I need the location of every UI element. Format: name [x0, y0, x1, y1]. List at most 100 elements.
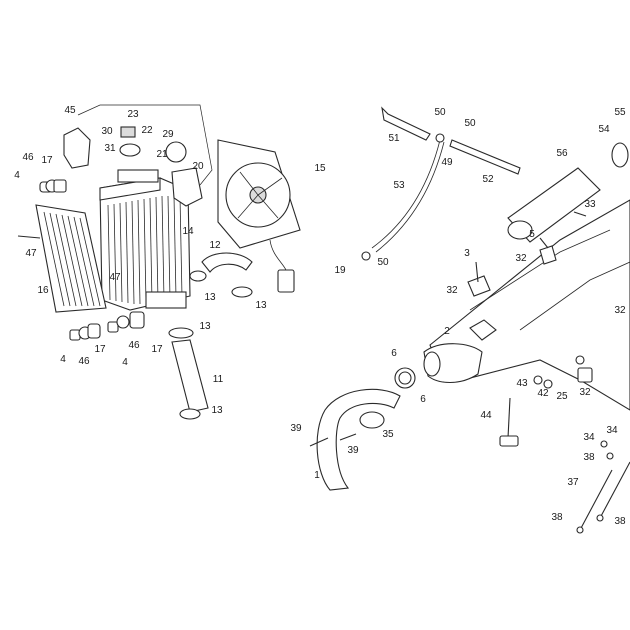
grommet-17b: [87, 323, 101, 339]
bracket-32d: [577, 367, 593, 383]
bolt-34b: [600, 440, 608, 448]
clamp-13a: [189, 270, 207, 282]
screw-47a: [17, 235, 41, 239]
callout-4c: 4: [122, 357, 128, 368]
callout-50b: 50: [464, 118, 476, 129]
bolt-3: [475, 261, 479, 283]
callout-11: 11: [213, 374, 224, 385]
nut-42: [543, 379, 553, 389]
callout-53: 53: [393, 180, 405, 191]
hose-12: [201, 252, 253, 273]
bolt-4c: [107, 321, 119, 333]
callout-44: 44: [480, 410, 492, 421]
callout-34b: 34: [583, 432, 595, 443]
callout-35: 35: [382, 429, 394, 440]
callout-13a: 13: [204, 292, 216, 303]
callout-25: 25: [556, 391, 568, 402]
group-bracket-45: [77, 104, 213, 186]
gasket-35: [359, 411, 385, 429]
callout-37: 37: [567, 477, 579, 488]
callout-32b: 32: [446, 285, 458, 296]
bolt-25: [575, 355, 585, 365]
callout-13b: 13: [255, 300, 267, 311]
callout-34a: 34: [606, 425, 618, 436]
callout-4b: 4: [60, 354, 66, 365]
callout-17c: 17: [151, 344, 163, 355]
callout-30: 30: [101, 126, 113, 137]
pipe-1: [316, 388, 401, 491]
bolt-33: [573, 211, 587, 217]
callout-33: 33: [584, 199, 596, 210]
clamp-13d: [179, 408, 201, 420]
grommet-17c: [129, 311, 145, 329]
callout-32a: 32: [515, 253, 527, 264]
callout-14: 14: [182, 226, 194, 237]
callout-20: 20: [192, 161, 204, 172]
callout-19: 19: [334, 265, 346, 276]
callout-38c: 38: [614, 516, 626, 527]
cap-23: [120, 126, 136, 138]
stud-39b: [339, 433, 357, 441]
cooling-fan: [217, 139, 301, 293]
intake-boot: [394, 343, 483, 389]
radiator-group: [17, 104, 301, 420]
bolt-38a: [606, 452, 614, 460]
stud-39a: [309, 437, 329, 447]
callout-4a: 4: [14, 170, 20, 181]
callout-13c: 13: [199, 321, 211, 332]
callout-47b: 47: [109, 272, 121, 283]
hose-51: [381, 106, 431, 141]
bracket-45: [63, 127, 91, 169]
clamp-13b: [231, 286, 253, 298]
clip-50c: [361, 251, 371, 261]
callout-1: 1: [314, 470, 320, 481]
callout-54: 54: [598, 124, 610, 135]
callout-23: 23: [127, 109, 139, 120]
clamp-13c: [168, 327, 194, 339]
callout-3: 3: [464, 248, 470, 259]
callout-32d: 32: [579, 387, 591, 398]
callout-39a: 39: [290, 423, 302, 434]
callout-5: 5: [529, 229, 535, 240]
callout-42: 42: [537, 388, 549, 399]
sensor-29: [165, 141, 187, 163]
cap-31: [119, 143, 141, 157]
hose-52: [449, 139, 521, 175]
fuel-tap: [499, 397, 519, 447]
subframe: [576, 440, 630, 534]
callout-43: 43: [516, 378, 528, 389]
bolt-38c: [596, 514, 604, 522]
air-intake: [507, 142, 629, 243]
bolt-4b: [69, 329, 81, 341]
callout-45: 45: [64, 105, 76, 116]
callout-47a: 47: [25, 248, 37, 259]
callout-21: 21: [156, 149, 168, 160]
callout-46c: 46: [128, 340, 140, 351]
hose-11: [171, 339, 209, 413]
callout-46a: 46: [22, 152, 34, 163]
callout-12: 12: [209, 240, 221, 251]
callout-13d: 13: [211, 405, 223, 416]
bolt-38b: [576, 526, 584, 534]
washer-43: [533, 375, 543, 385]
callout-51: 51: [388, 133, 400, 144]
callout-50c: 50: [377, 257, 389, 268]
callout-29: 29: [162, 129, 174, 140]
tee-49: [435, 133, 445, 143]
radiator-core: [99, 169, 191, 311]
callout-6a: 6: [391, 348, 397, 359]
callout-15: 15: [314, 163, 326, 174]
radiator-grille: [35, 204, 107, 313]
callout-2: 2: [444, 326, 450, 337]
callout-31: 31: [104, 143, 116, 154]
fan-connector: [277, 269, 295, 293]
boot-2: [423, 343, 483, 384]
callout-50a: 50: [434, 107, 446, 118]
callout-39b: 39: [347, 445, 359, 456]
bracket-32b: [467, 275, 491, 297]
clamp-54: [611, 142, 629, 168]
callout-6b: 6: [420, 394, 426, 405]
callout-49: 49: [441, 157, 453, 168]
